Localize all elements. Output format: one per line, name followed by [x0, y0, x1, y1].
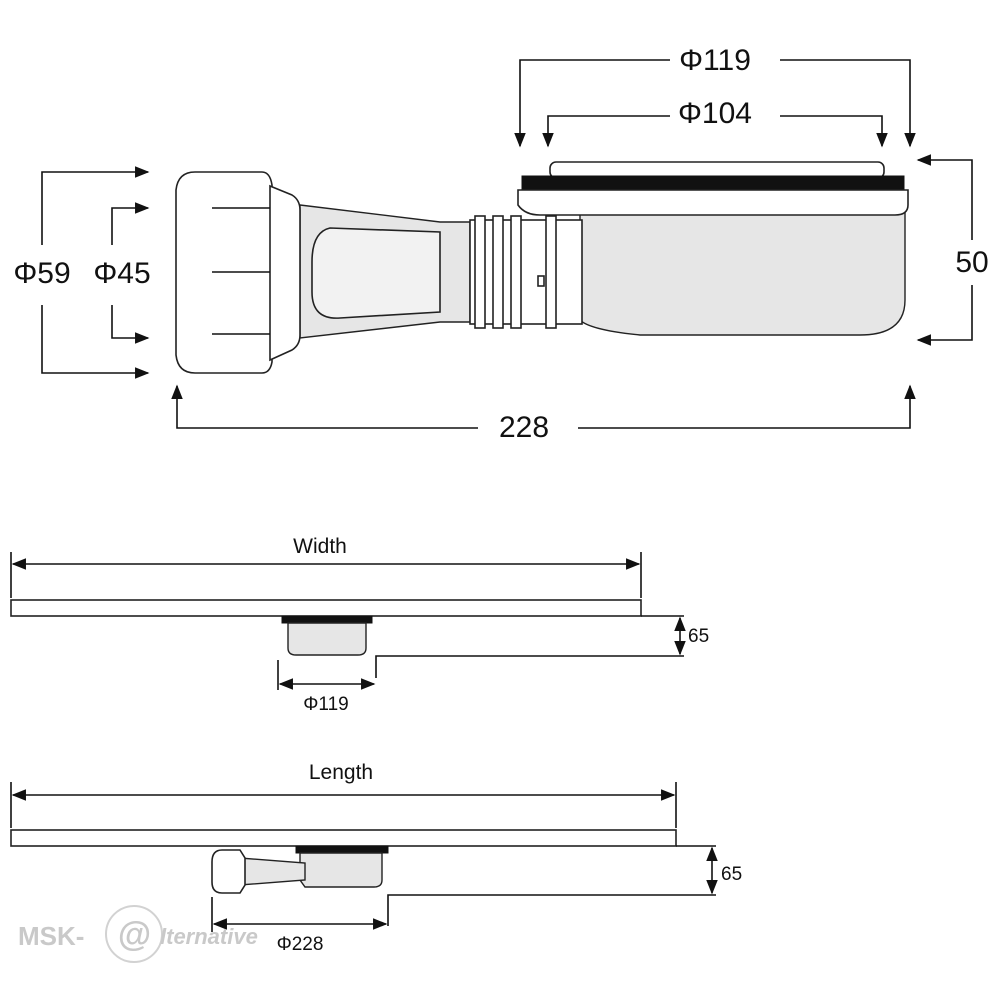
dim-outlet-inner: Φ45 [93, 202, 151, 344]
width-tray-slab [10, 599, 642, 617]
coupling [469, 219, 583, 325]
width-diameter-label: Φ119 [303, 694, 348, 715]
dim-outlet-outer: Φ59 [13, 166, 150, 379]
coupling-rib-3 [510, 215, 522, 329]
flange-gasket [521, 175, 905, 191]
dim-inner-flange: Φ104 [542, 97, 888, 148]
dim-outer-flange: Φ119 [514, 44, 916, 148]
coupling-rib-1 [474, 215, 486, 329]
outlet-pipe-panel [311, 227, 441, 319]
dim-total-length: 228 [171, 384, 916, 444]
coupling-rib-4 [545, 215, 557, 329]
coupling-slot [537, 275, 545, 287]
drain-trap-illustration [175, 161, 909, 374]
watermark-circle [105, 905, 163, 963]
outlet-nut-collar [269, 184, 301, 362]
length-depth-label: 65 [721, 864, 742, 885]
watermark-symbol: @ [117, 916, 150, 954]
dim-outlet-inner-label: Φ45 [93, 257, 150, 290]
dim-outer-flange-label: Φ119 [679, 44, 751, 77]
watermark-logo: MSK- @ lternative [18, 905, 258, 963]
length-drain-body [299, 852, 383, 888]
dim-outlet-outer-label: Φ59 [13, 257, 70, 290]
length-tray-slab [10, 829, 677, 847]
watermark-suffix: lternative [160, 924, 258, 949]
dim-inner-flange-label: Φ104 [678, 97, 752, 130]
length-label: Length [309, 761, 373, 784]
width-drain-body [287, 622, 367, 656]
trap-bowl [539, 199, 906, 336]
dim-height: 50 [916, 154, 989, 346]
length-view: Length 65 Φ228 [10, 761, 742, 955]
width-drain-gasket [281, 615, 373, 624]
dim-height-label: 50 [955, 246, 988, 279]
length-drain-gasket [295, 845, 389, 854]
length-outlet-nut [211, 849, 246, 894]
length-outlet-pipe [239, 857, 306, 886]
width-label: Width [293, 535, 347, 558]
watermark-prefix: MSK- [18, 921, 84, 951]
dim-total-length-label: 228 [499, 411, 549, 444]
length-diameter-label: Φ228 [277, 934, 324, 955]
width-depth-label: 65 [688, 626, 709, 647]
width-view: Width 65 Φ119 [10, 535, 709, 715]
coupling-rib-2 [492, 215, 504, 329]
flange-ring [517, 189, 909, 216]
